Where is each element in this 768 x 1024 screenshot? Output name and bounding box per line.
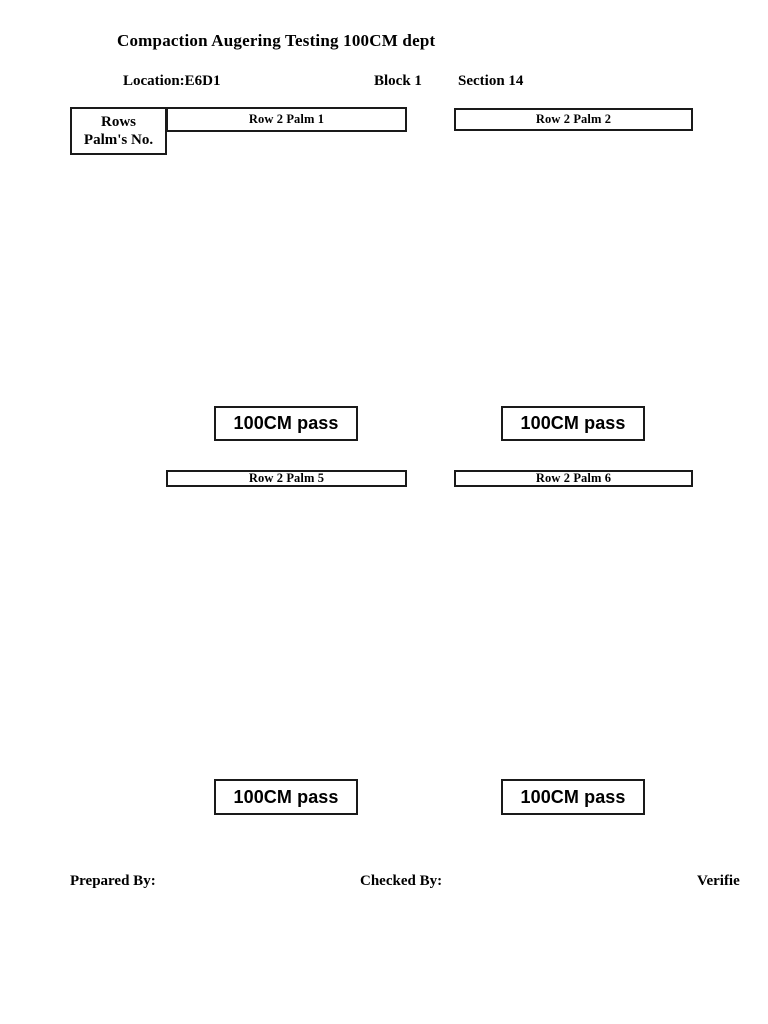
rows-palms-legend-cell: Rows Palm's No. [70,107,167,155]
block-label: Block 1 [374,73,422,89]
status-box-row2-palm2[interactable]: 100CM pass [501,406,645,441]
palm-label-row2-palm6[interactable]: Row 2 Palm 6 [454,470,693,487]
location-label: Location:E6D1 [123,73,221,89]
status-box-row2-palm5[interactable]: 100CM pass [214,779,358,815]
legend-line-rows: Rows [100,113,136,130]
palm-label-row2-palm2[interactable]: Row 2 Palm 2 [454,108,693,131]
palm-label-row2-palm5[interactable]: Row 2 Palm 5 [166,470,407,487]
legend-line-palms-no: Palm's No. [83,132,154,148]
section-label: Section 14 [458,73,524,89]
palm-label-row2-palm1[interactable]: Row 2 Palm 1 [166,107,407,132]
page-title: Compaction Augering Testing 100CM dept [117,31,436,50]
verified-by-label: Verifie [697,873,740,889]
status-box-row2-palm1[interactable]: 100CM pass [214,406,358,441]
status-box-row2-palm6[interactable]: 100CM pass [501,779,645,815]
checked-by-label: Checked By: [360,873,443,889]
prepared-by-label: Prepared By: [70,873,156,889]
